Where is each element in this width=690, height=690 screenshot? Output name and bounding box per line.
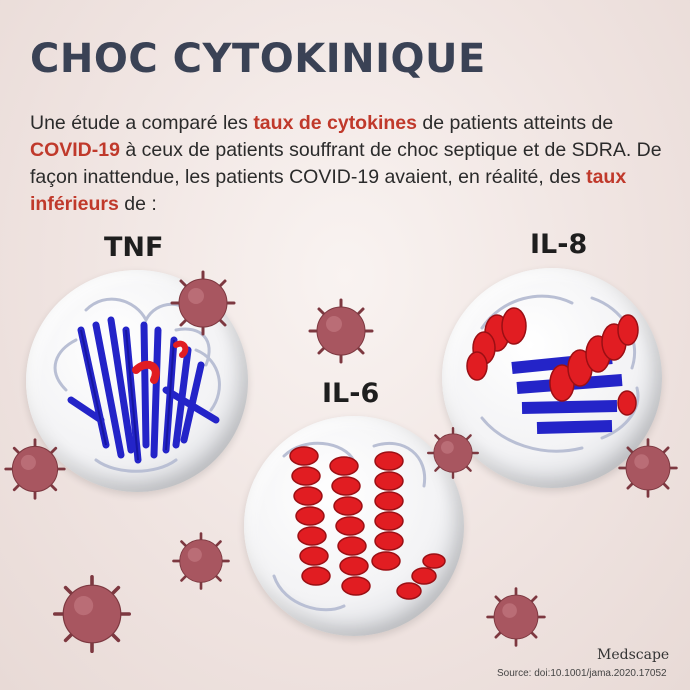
intro-text-3: à ceux de patients souffrant de choc sep… — [30, 139, 662, 188]
intro-text: Une étude a comparé les taux de cytokine… — [30, 110, 670, 218]
page-title: CHOC CYTOKINIQUE — [30, 36, 486, 82]
label-tnf: TNF — [104, 232, 164, 263]
intro-text-2: de patients atteints de — [416, 112, 614, 134]
intro-text-4: de : — [118, 193, 157, 215]
virus-icon — [172, 532, 230, 590]
il8-protein-bubble — [442, 268, 662, 488]
il6-protein-structure — [272, 441, 446, 612]
virus-icon — [486, 587, 546, 647]
virus-icon — [170, 270, 236, 336]
tnf-protein-structure — [53, 297, 221, 473]
virus-icon — [4, 438, 66, 500]
virus-icon — [308, 298, 374, 364]
highlight-cytokine-levels: taux de cytokines — [253, 112, 417, 134]
il6-protein-bubble — [244, 416, 464, 636]
label-il6: IL-6 — [322, 378, 380, 409]
highlight-covid: COVID-19 — [30, 139, 120, 161]
virus-icon — [53, 575, 131, 653]
virus-icon — [427, 427, 479, 479]
medscape-logo: Medscape — [597, 647, 670, 663]
label-il8: IL-8 — [530, 229, 588, 260]
intro-text-1: Une étude a comparé les — [30, 112, 254, 134]
highlight-lower-levels: taux inférieurs — [30, 166, 627, 215]
source-citation: Source: doi:10.1001/jama.2020.17052 — [497, 668, 667, 679]
virus-icon — [618, 438, 678, 498]
il8-protein-structure — [466, 294, 640, 453]
